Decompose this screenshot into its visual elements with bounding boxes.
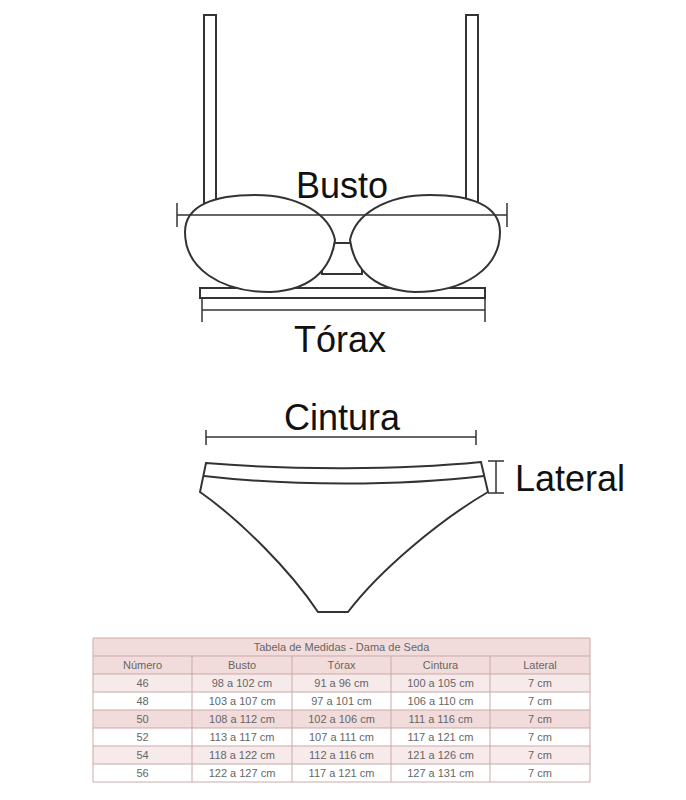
- table-row: [93, 764, 590, 782]
- table-cell: 7 cm: [528, 768, 552, 779]
- table-cell: 56: [136, 768, 148, 779]
- table-cell: 7 cm: [528, 750, 552, 761]
- strap: [466, 15, 478, 203]
- table-cell: 108 a 112 cm: [209, 714, 275, 725]
- table-grid: [93, 656, 590, 657]
- table-grid: [93, 746, 590, 747]
- table-row: [93, 728, 590, 746]
- table-cell: 112 a 116 cm: [309, 750, 374, 761]
- table-cell: 97 a 101 cm: [311, 696, 372, 707]
- dimension-tick: [488, 460, 504, 462]
- table-cell: 117 a 121 cm: [408, 732, 474, 743]
- dimension-line: [177, 214, 507, 216]
- table-row: [93, 692, 590, 710]
- table-cell: 117 a 121 cm: [309, 768, 375, 779]
- table-grid: [93, 764, 590, 765]
- table-title: Tabela de Medidas - Dama de Seda: [254, 642, 430, 653]
- table-grid: [292, 656, 293, 782]
- dimension-tick: [176, 203, 178, 227]
- table-cell: 7 cm: [528, 714, 552, 725]
- dimension-line: [202, 309, 485, 311]
- dimension-tick: [475, 430, 477, 445]
- table-grid: [93, 638, 590, 639]
- table-cell: 103 a 107 cm: [209, 696, 276, 707]
- strap: [204, 15, 216, 203]
- table-cell: 7 cm: [528, 678, 552, 689]
- table-cell: 48: [136, 696, 148, 707]
- dimension-line: [206, 436, 476, 438]
- dimension-tick: [488, 492, 504, 494]
- table-cell: 52: [136, 732, 148, 743]
- table-grid: [93, 638, 94, 782]
- dimension-tick: [506, 203, 508, 227]
- table-cell: 107 a 111 cm: [309, 732, 374, 743]
- table-cell: 113 a 117 cm: [209, 732, 274, 743]
- table-cell: 122 a 127 cm: [209, 768, 276, 779]
- dimension-tick: [201, 298, 203, 322]
- table-header-cell: Busto: [228, 660, 256, 671]
- table-grid: [590, 638, 591, 782]
- panty-outline: [200, 462, 488, 612]
- chest-label: Tórax: [294, 322, 386, 358]
- table-grid: [93, 710, 590, 711]
- table-cell: 127 a 131 cm: [407, 768, 474, 779]
- table-cell: 118 a 122 cm: [209, 750, 275, 761]
- dimension-tick: [484, 298, 486, 322]
- table-cell: 7 cm: [528, 732, 552, 743]
- table-header-cell: Número: [123, 660, 162, 671]
- bra-cup: [185, 195, 335, 292]
- waistband: [204, 476, 484, 484]
- table-header-row: [93, 656, 590, 674]
- table-cell: 50: [136, 714, 148, 725]
- waist-label: Cintura: [284, 400, 400, 436]
- table-cell: 111 a 116 cm: [408, 714, 472, 725]
- table-grid: [192, 656, 193, 782]
- table-grid: [93, 782, 590, 783]
- bust-label: Busto: [296, 168, 388, 204]
- table-title-row: [93, 638, 590, 656]
- table-cell: 98 a 102 cm: [212, 678, 273, 689]
- table-cell: 54: [136, 750, 148, 761]
- table-cell: 7 cm: [528, 696, 552, 707]
- table-row: [93, 674, 590, 692]
- dimension-tick: [205, 430, 207, 445]
- table-grid: [93, 692, 590, 693]
- side-label: Lateral: [515, 461, 625, 497]
- table-header-cell: Tórax: [327, 660, 355, 671]
- table-grid: [490, 656, 491, 782]
- table-grid: [93, 674, 590, 675]
- table-cell: 100 a 105 cm: [407, 678, 474, 689]
- table-cell: 121 a 126 cm: [407, 750, 474, 761]
- table-grid: [93, 728, 590, 729]
- table-header-cell: Cintura: [423, 660, 458, 671]
- table-cell: 91 a 96 cm: [314, 678, 368, 689]
- table-cell: 102 a 106 cm: [308, 714, 375, 725]
- table-cell: 46: [136, 678, 148, 689]
- table-header-cell: Lateral: [523, 660, 557, 671]
- table-cell: 106 a 110 cm: [408, 696, 474, 707]
- table-grid: [391, 656, 392, 782]
- dimension-line: [495, 461, 497, 493]
- table-row: [93, 746, 590, 764]
- table-row: [93, 710, 590, 728]
- bra-cup: [350, 195, 500, 292]
